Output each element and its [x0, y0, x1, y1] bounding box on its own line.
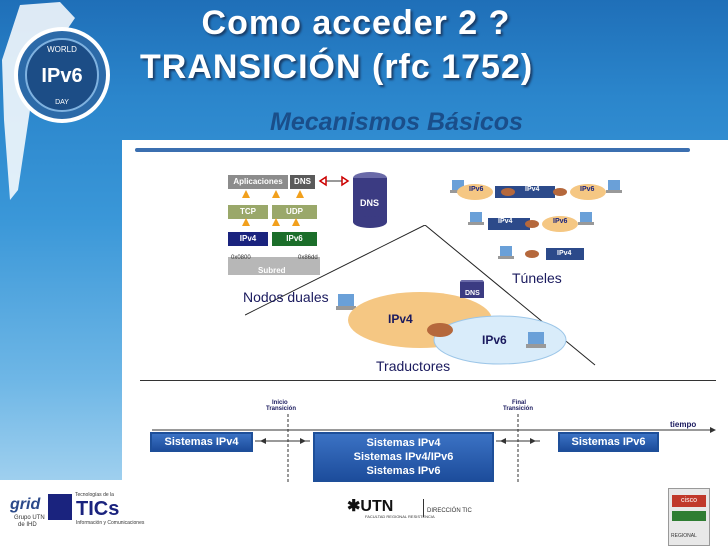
stack-addr-right: 0x86dd: [298, 255, 318, 261]
translator-dns: DNS: [465, 290, 480, 297]
box-ipv6-systems: Sistemas IPv6: [558, 432, 659, 452]
translators-label: Traductores: [376, 358, 451, 374]
grid-sub1: Grupo UTN: [14, 515, 45, 521]
cisco-badge: cisco REGIONAL: [668, 488, 710, 546]
time-label: tiempo: [670, 420, 697, 429]
tunnels-diagram: [450, 180, 622, 260]
cisco-green-bar: [672, 511, 706, 521]
utn-logo: ✱UTN: [347, 498, 394, 515]
section-divider: [140, 380, 716, 381]
box-transition-systems: Sistemas IPv4 Sistemas IPv4/IPv6 Sistema…: [313, 432, 494, 482]
translators-diagram: [336, 280, 567, 365]
start-label-1: Inicio: [272, 400, 288, 406]
end-label-1: Final: [512, 400, 527, 406]
slide-subtitle: Mecanismos Básicos: [270, 108, 523, 136]
stack-tcp: TCP: [228, 205, 268, 219]
stack-ipv6: IPv6: [272, 232, 317, 246]
footer-strip: [0, 480, 728, 546]
slide-title-line2: TRANSICIÓN (rfc 1752): [140, 48, 534, 86]
box-mid-line3: Sistemas IPv6: [366, 465, 441, 477]
box-ipv4-systems: Sistemas IPv4: [150, 432, 253, 452]
dns-server-label: DNS: [360, 198, 380, 208]
stack-arrows: [242, 190, 304, 226]
cisco-logo: cisco: [672, 495, 706, 507]
tics-top: Tecnologías de la: [75, 492, 114, 498]
box-mid-line2: Sistemas IPv4/IPv6: [353, 451, 454, 463]
tics-logo: TICs: [76, 498, 120, 520]
stack-udp: UDP: [272, 205, 317, 219]
logo-ipv6: IPv6: [41, 65, 82, 87]
tunnel-r1-b: IPv4: [525, 186, 540, 193]
tunnel-r2-b: IPv6: [553, 218, 568, 225]
direccion-tic: DIRECCIÓN TIC: [427, 508, 472, 514]
stack-addr-left: 0x0800: [231, 255, 251, 261]
slide-title-line1: Como acceder 2 ?: [201, 4, 511, 42]
translator-ipv6: IPv6: [482, 333, 507, 347]
stack-subred: Subred: [258, 266, 286, 275]
end-label-2: Transición: [503, 406, 534, 412]
dns-server-icon: [353, 172, 387, 228]
utn-text: UTN: [360, 498, 394, 515]
subtitle-underline: [135, 148, 690, 152]
triangle-lines: [245, 225, 596, 366]
start-label-2: Transición: [266, 406, 297, 412]
tics-sub: Información y Comunicaciones: [76, 520, 145, 526]
tunnel-r2-a: IPv4: [498, 218, 513, 225]
dual-nodes-label: Nodos duales: [243, 289, 329, 305]
grid-logo: grid: [10, 496, 41, 513]
ipv6-day-logo: WORLD IPv6 DAY: [2, 2, 110, 200]
stack-subred-bar: [228, 257, 320, 275]
timeline-lines: [152, 414, 716, 482]
stack-dns-arrow: [318, 175, 350, 187]
tunnels-label: Túneles: [512, 270, 562, 286]
box-mid-line1: Sistemas IPv4: [366, 437, 441, 449]
tunnel-r3: IPv4: [557, 250, 572, 257]
tunnel-r1-c: IPv6: [580, 186, 595, 193]
utn-sub: FACULTAD REGIONAL RESISTENCIA: [365, 514, 435, 519]
stack-dns: DNS: [290, 175, 315, 189]
stack-ipv4: IPv4: [228, 232, 268, 246]
regional-label: REGIONAL: [671, 533, 697, 539]
stack-apps: Aplicaciones: [228, 175, 288, 189]
logo-day: DAY: [55, 99, 69, 106]
logo-world: WORLD: [47, 45, 77, 54]
tics-logo-mark: [48, 494, 72, 520]
utn-divider: [423, 499, 424, 517]
translator-ipv4: IPv4: [388, 312, 413, 326]
grid-sub2: de IHD: [18, 522, 37, 528]
tunnel-r1-a: IPv6: [469, 186, 484, 193]
